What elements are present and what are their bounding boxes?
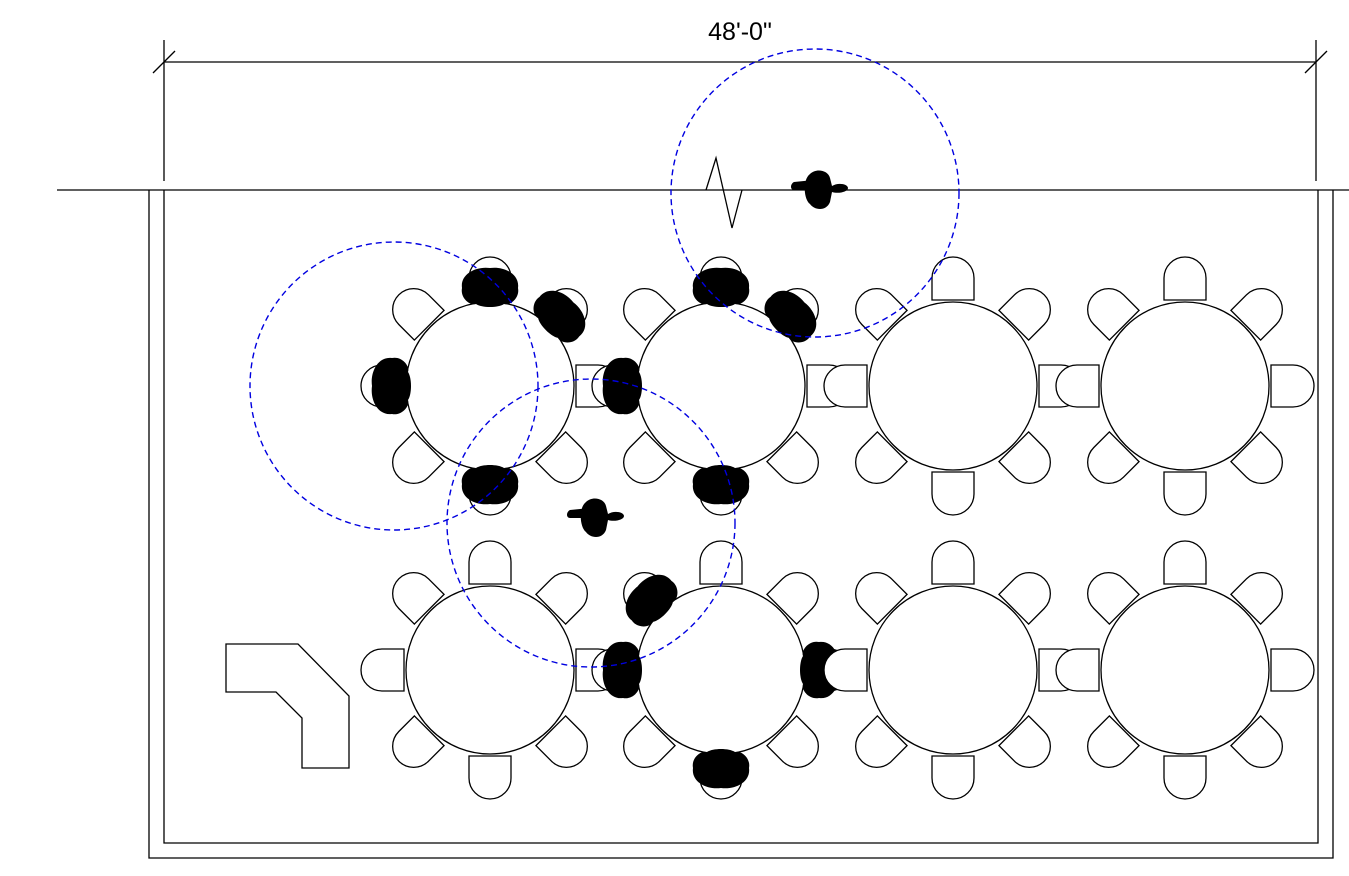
chair-icon	[931, 755, 975, 800]
seated-person-icon	[602, 641, 642, 699]
round-table-icon	[868, 585, 1038, 755]
seated-person-icon	[692, 267, 750, 307]
table-group	[823, 256, 1083, 516]
chair-icon	[1055, 648, 1100, 692]
table-group	[591, 256, 851, 516]
round-table-icon	[1100, 301, 1270, 471]
chair-icon	[931, 256, 975, 301]
dimension-label: 48'-0"	[708, 18, 772, 46]
dimension-line	[152, 40, 1328, 181]
seated-person-icon	[692, 465, 750, 505]
chair-icon	[468, 755, 512, 800]
chair-icon	[1163, 471, 1207, 516]
table-group	[1055, 256, 1315, 516]
table-group	[1055, 540, 1315, 800]
chair-icon	[1055, 364, 1100, 408]
chair-icon	[931, 471, 975, 516]
table-group	[823, 540, 1083, 800]
chair-icon	[1163, 256, 1207, 301]
chair-icon	[699, 540, 743, 585]
standing-server-icon	[567, 498, 624, 537]
chair-icon	[931, 540, 975, 585]
seated-person-icon	[692, 749, 750, 789]
table-group	[360, 540, 620, 800]
round-table-icon	[405, 585, 575, 755]
seated-server-icon	[371, 357, 411, 415]
service-reach-circle	[249, 241, 539, 531]
service-reach-circle	[446, 378, 736, 668]
table-group	[591, 540, 851, 800]
tables-layer	[360, 256, 1315, 800]
chair-icon	[1270, 648, 1315, 692]
standing-server-icon	[791, 170, 848, 209]
round-table-icon	[868, 301, 1038, 471]
room-walls	[57, 189, 1349, 859]
break-line-icon	[705, 155, 743, 229]
chair-icon	[360, 648, 405, 692]
table-group	[360, 256, 620, 516]
l-shaped-counter	[225, 643, 350, 769]
round-table-icon	[1100, 585, 1270, 755]
chair-icon	[823, 648, 868, 692]
chair-icon	[1270, 364, 1315, 408]
chair-icon	[1163, 755, 1207, 800]
chair-icon	[823, 364, 868, 408]
service-reach-circle	[670, 48, 960, 338]
chair-icon	[1163, 540, 1207, 585]
chair-icon	[468, 540, 512, 585]
